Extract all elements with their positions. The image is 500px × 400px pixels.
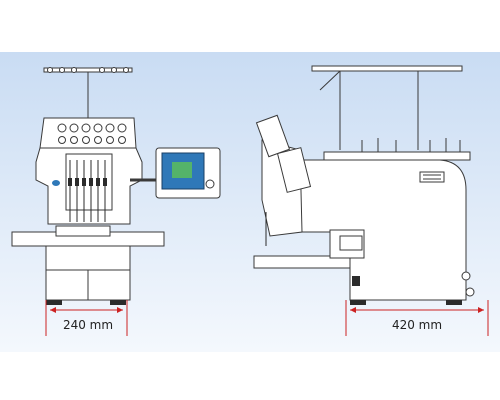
front-thread-guides	[47, 67, 129, 73]
side-panel	[255, 114, 291, 158]
side-port-upper	[461, 271, 471, 281]
side-depth-label: 420 mm	[392, 318, 442, 332]
thread-take-up-levers	[68, 178, 107, 186]
side-dimension: 420 mm	[345, 300, 489, 336]
side-vent-slots	[423, 174, 441, 180]
power-switch	[352, 276, 360, 286]
spool-tray	[323, 151, 471, 161]
brand-logo	[52, 180, 60, 186]
front-view	[11, 67, 221, 305]
panel-dial	[205, 179, 215, 189]
front-hoop-holder	[55, 225, 111, 237]
side-bobbin-cover	[339, 235, 363, 251]
side-thread-brace	[319, 70, 341, 91]
front-thread-stand-bar	[43, 67, 133, 73]
spool-pins	[361, 138, 461, 152]
tension-knobs	[57, 123, 127, 144]
side-view	[253, 65, 475, 305]
side-port-lower	[465, 287, 475, 297]
side-foot-rear	[446, 300, 462, 305]
front-foot-right	[110, 300, 126, 305]
front-dimension: 240 mm	[45, 300, 128, 336]
side-frame-rail	[253, 255, 351, 269]
front-foot-left	[46, 300, 62, 305]
side-thread-stand-bar	[311, 65, 463, 72]
front-width-label: 240 mm	[63, 318, 113, 332]
side-needle-case	[276, 147, 312, 193]
lcd-screen-graphic	[172, 162, 192, 178]
side-vent	[419, 171, 445, 183]
needle-bars	[69, 160, 106, 222]
side-foot-front	[350, 300, 366, 305]
